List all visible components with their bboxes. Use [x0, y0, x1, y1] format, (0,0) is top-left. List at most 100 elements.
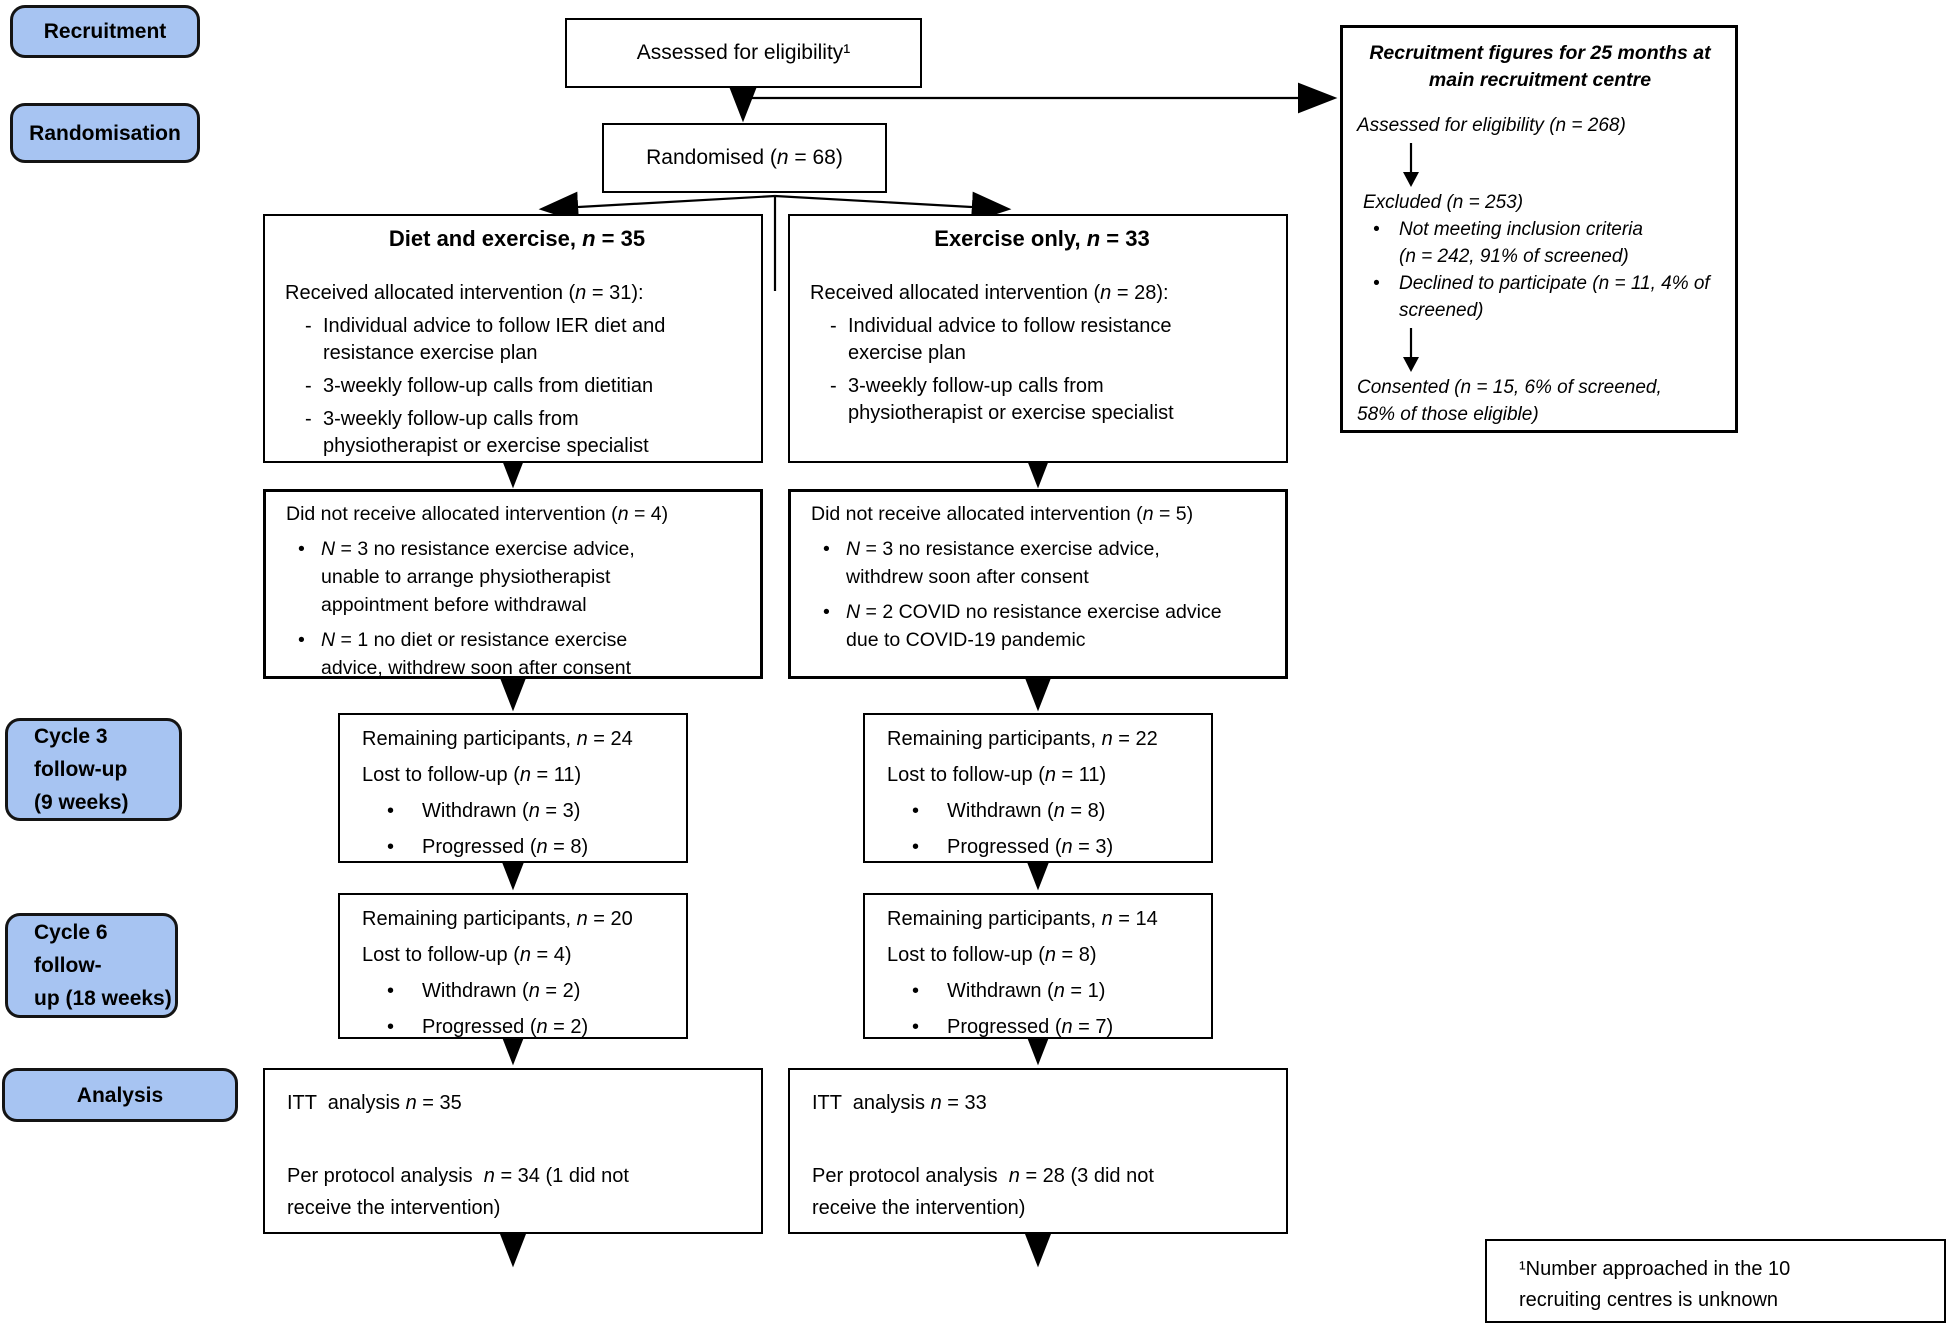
- down-arrow-icon: [1403, 328, 1419, 372]
- cycle6-lost: Lost to follow-up (n = 4): [362, 944, 572, 966]
- diet-exercise-not-received-box: Did not receive allocated intervention (…: [263, 489, 763, 679]
- diet-exercise-allocation-box: Diet and exercise, n = 35 Received alloc…: [263, 214, 763, 463]
- per-protocol-text: Per protocol analysis n = 28 (3 did not …: [812, 1165, 1154, 1219]
- received-item-text: Individual advice to follow IER diet and…: [323, 315, 666, 364]
- stage-label-analysis: Analysis: [2, 1068, 238, 1122]
- assessed-for-eligibility-text: Assessed for eligibility¹: [636, 41, 851, 64]
- bullet-marker: •: [387, 980, 395, 1002]
- cycle3-bullet-item: • Withdrawn (n = 8): [887, 793, 1205, 829]
- not-received-item-text: N = 2 COVID no resistance exercise advic…: [846, 601, 1222, 651]
- received-item: - Individual advice to follow resistance…: [810, 313, 1274, 367]
- stage-label-cycle6-followup: Cycle 6 follow- up (18 weeks): [5, 913, 178, 1018]
- cycle3-lost: Lost to follow-up (n = 11): [362, 764, 582, 786]
- not-received-item: • N = 3 no resistance exercise advice, w…: [811, 535, 1277, 591]
- received-item: - 3-weekly follow-up calls from physioth…: [285, 406, 749, 460]
- diet-exercise-cycle3-box: Remaining participants, n = 24 Lost to f…: [338, 713, 688, 863]
- not-received-item-text: N = 3 no resistance exercise advice, una…: [321, 538, 635, 616]
- footnote-text: ¹Number approached in the 10 recruiting …: [1519, 1258, 1791, 1311]
- cycle3-bullet-text: Progressed (n = 3): [947, 836, 1114, 858]
- bullet-marker: •: [387, 1016, 395, 1038]
- bullet-marker: •: [912, 800, 920, 822]
- cycle6-bullet-item: • Withdrawn (n = 1): [887, 973, 1205, 1009]
- exercise-only-allocation-box: Exercise only, n = 33 Received allocated…: [788, 214, 1288, 463]
- bullet-marker: •: [1373, 219, 1380, 240]
- excluded-bullet-item: • Not meeting inclusion criteria (n = 24…: [1357, 216, 1723, 270]
- bullet-marker: •: [298, 538, 305, 560]
- itt-analysis-text: ITT analysis n = 35: [287, 1092, 462, 1114]
- arm-title: Diet and exercise, n = 35: [388, 226, 646, 251]
- not-received-item-text: N = 1 no diet or resistance exercise adv…: [321, 629, 632, 679]
- bullet-marker: •: [823, 538, 830, 560]
- dash-marker: -: [830, 375, 837, 397]
- arrow-randomised-to-exercise-only: [774, 191, 1012, 223]
- not-received-item: • N = 3 no resistance exercise advice, u…: [286, 535, 752, 619]
- cycle6-remaining: Remaining participants, n = 14: [887, 908, 1158, 930]
- dash-marker: -: [305, 375, 312, 397]
- recruitment-figures-consented: Consented (n = 15, 6% of screened, 58% o…: [1357, 377, 1662, 425]
- recruitment-figures-excluded: Excluded (n = 253): [1363, 192, 1524, 213]
- randomised-box: Randomised (n = 68): [602, 123, 887, 193]
- not-received-item-text: N = 3 no resistance exercise advice, wit…: [846, 538, 1160, 588]
- received-item: - 3-weekly follow-up calls from dietitia…: [285, 373, 749, 400]
- not-received-lead: Did not receive allocated intervention (…: [286, 503, 669, 525]
- excluded-bullet-text: Not meeting inclusion criteria (n = 242,…: [1399, 219, 1643, 267]
- assessed-for-eligibility-box: Assessed for eligibility¹: [565, 18, 922, 88]
- not-received-item: • N = 2 COVID no resistance exercise adv…: [811, 598, 1277, 654]
- arrow-randomised-to-diet-exercise: [538, 191, 776, 223]
- stage-label-text: Analysis: [76, 1083, 164, 1107]
- bullet-marker: •: [912, 836, 920, 858]
- exercise-only-cycle3-box: Remaining participants, n = 22 Lost to f…: [863, 713, 1213, 863]
- stage-label-text: Cycle 6 follow-: [34, 921, 114, 977]
- dash-marker: -: [305, 315, 312, 337]
- bullet-marker: •: [1373, 273, 1380, 294]
- cycle3-lost: Lost to follow-up (n = 11): [887, 764, 1107, 786]
- diet-exercise-cycle6-box: Remaining participants, n = 20 Lost to f…: [338, 893, 688, 1039]
- cycle3-bullet-text: Withdrawn (n = 8): [947, 800, 1106, 822]
- cycle3-bullet-item: • Progressed (n = 8): [362, 829, 680, 865]
- cycle3-remaining: Remaining participants, n = 24: [362, 728, 633, 750]
- stage-label-text: up (18 weeks): [34, 987, 172, 1010]
- stage-label-text: Cycle 3 follow-up: [34, 725, 128, 781]
- excluded-bullet-item: • Declined to participate (n = 11, 4% of…: [1357, 270, 1723, 324]
- cycle3-bullet-item: • Withdrawn (n = 3): [362, 793, 680, 829]
- cycle6-lost: Lost to follow-up (n = 8): [887, 944, 1097, 966]
- randomised-text: Randomised (n = 68): [646, 146, 843, 169]
- cycle3-remaining: Remaining participants, n = 22: [887, 728, 1158, 750]
- per-protocol-text: Per protocol analysis n = 34 (1 did not …: [287, 1165, 629, 1219]
- bullet-marker: •: [387, 800, 395, 822]
- cycle6-bullet-text: Withdrawn (n = 2): [422, 980, 581, 1002]
- received-intervention-lead: Received allocated intervention (n = 28)…: [810, 282, 1169, 304]
- received-item-text: 3-weekly follow-up calls from physiother…: [848, 375, 1174, 424]
- bullet-marker: •: [912, 980, 920, 1002]
- exercise-only-analysis-box: ITT analysis n = 33 Per protocol analysi…: [788, 1068, 1288, 1234]
- itt-analysis-text: ITT analysis n = 33: [812, 1092, 987, 1114]
- received-item: - Individual advice to follow IER diet a…: [285, 313, 749, 367]
- stage-label-recruitment: Recruitment: [10, 5, 200, 58]
- received-item-text: 3-weekly follow-up calls from dietitian: [323, 375, 654, 397]
- cycle6-bullet-text: Progressed (n = 2): [422, 1016, 589, 1038]
- dash-marker: -: [305, 408, 312, 430]
- stage-label-text: (9 weeks): [34, 791, 129, 814]
- recruitment-figures-assessed: Assessed for eligibility (n = 268): [1357, 115, 1626, 136]
- excluded-bullet-text: Declined to participate (n = 11, 4% of s…: [1399, 273, 1710, 321]
- stage-label-cycle3-followup: Cycle 3 follow-up (9 weeks): [5, 718, 182, 821]
- cycle6-bullet-item: • Progressed (n = 2): [362, 1009, 680, 1045]
- not-received-lead: Did not receive allocated intervention (…: [811, 503, 1194, 525]
- cycle3-bullet-item: • Progressed (n = 3): [887, 829, 1205, 865]
- cycle3-bullet-text: Progressed (n = 8): [422, 836, 589, 858]
- recruitment-figures-title: Recruitment figures for 25 months at mai…: [1369, 42, 1711, 91]
- stage-label-text: Recruitment: [43, 20, 167, 43]
- bullet-marker: •: [387, 836, 395, 858]
- received-item-text: 3-weekly follow-up calls from physiother…: [323, 408, 649, 457]
- bullet-marker: •: [912, 1016, 920, 1038]
- cycle6-bullet-item: • Progressed (n = 7): [887, 1009, 1205, 1045]
- bullet-marker: •: [298, 629, 305, 651]
- down-arrow-icon: [1403, 143, 1419, 187]
- cycle6-remaining: Remaining participants, n = 20: [362, 908, 633, 930]
- cycle6-bullet-text: Withdrawn (n = 1): [947, 980, 1106, 1002]
- exercise-only-not-received-box: Did not receive allocated intervention (…: [788, 489, 1288, 679]
- not-received-item: • N = 1 no diet or resistance exercise a…: [286, 626, 752, 682]
- received-item-text: Individual advice to follow resistance e…: [848, 315, 1172, 364]
